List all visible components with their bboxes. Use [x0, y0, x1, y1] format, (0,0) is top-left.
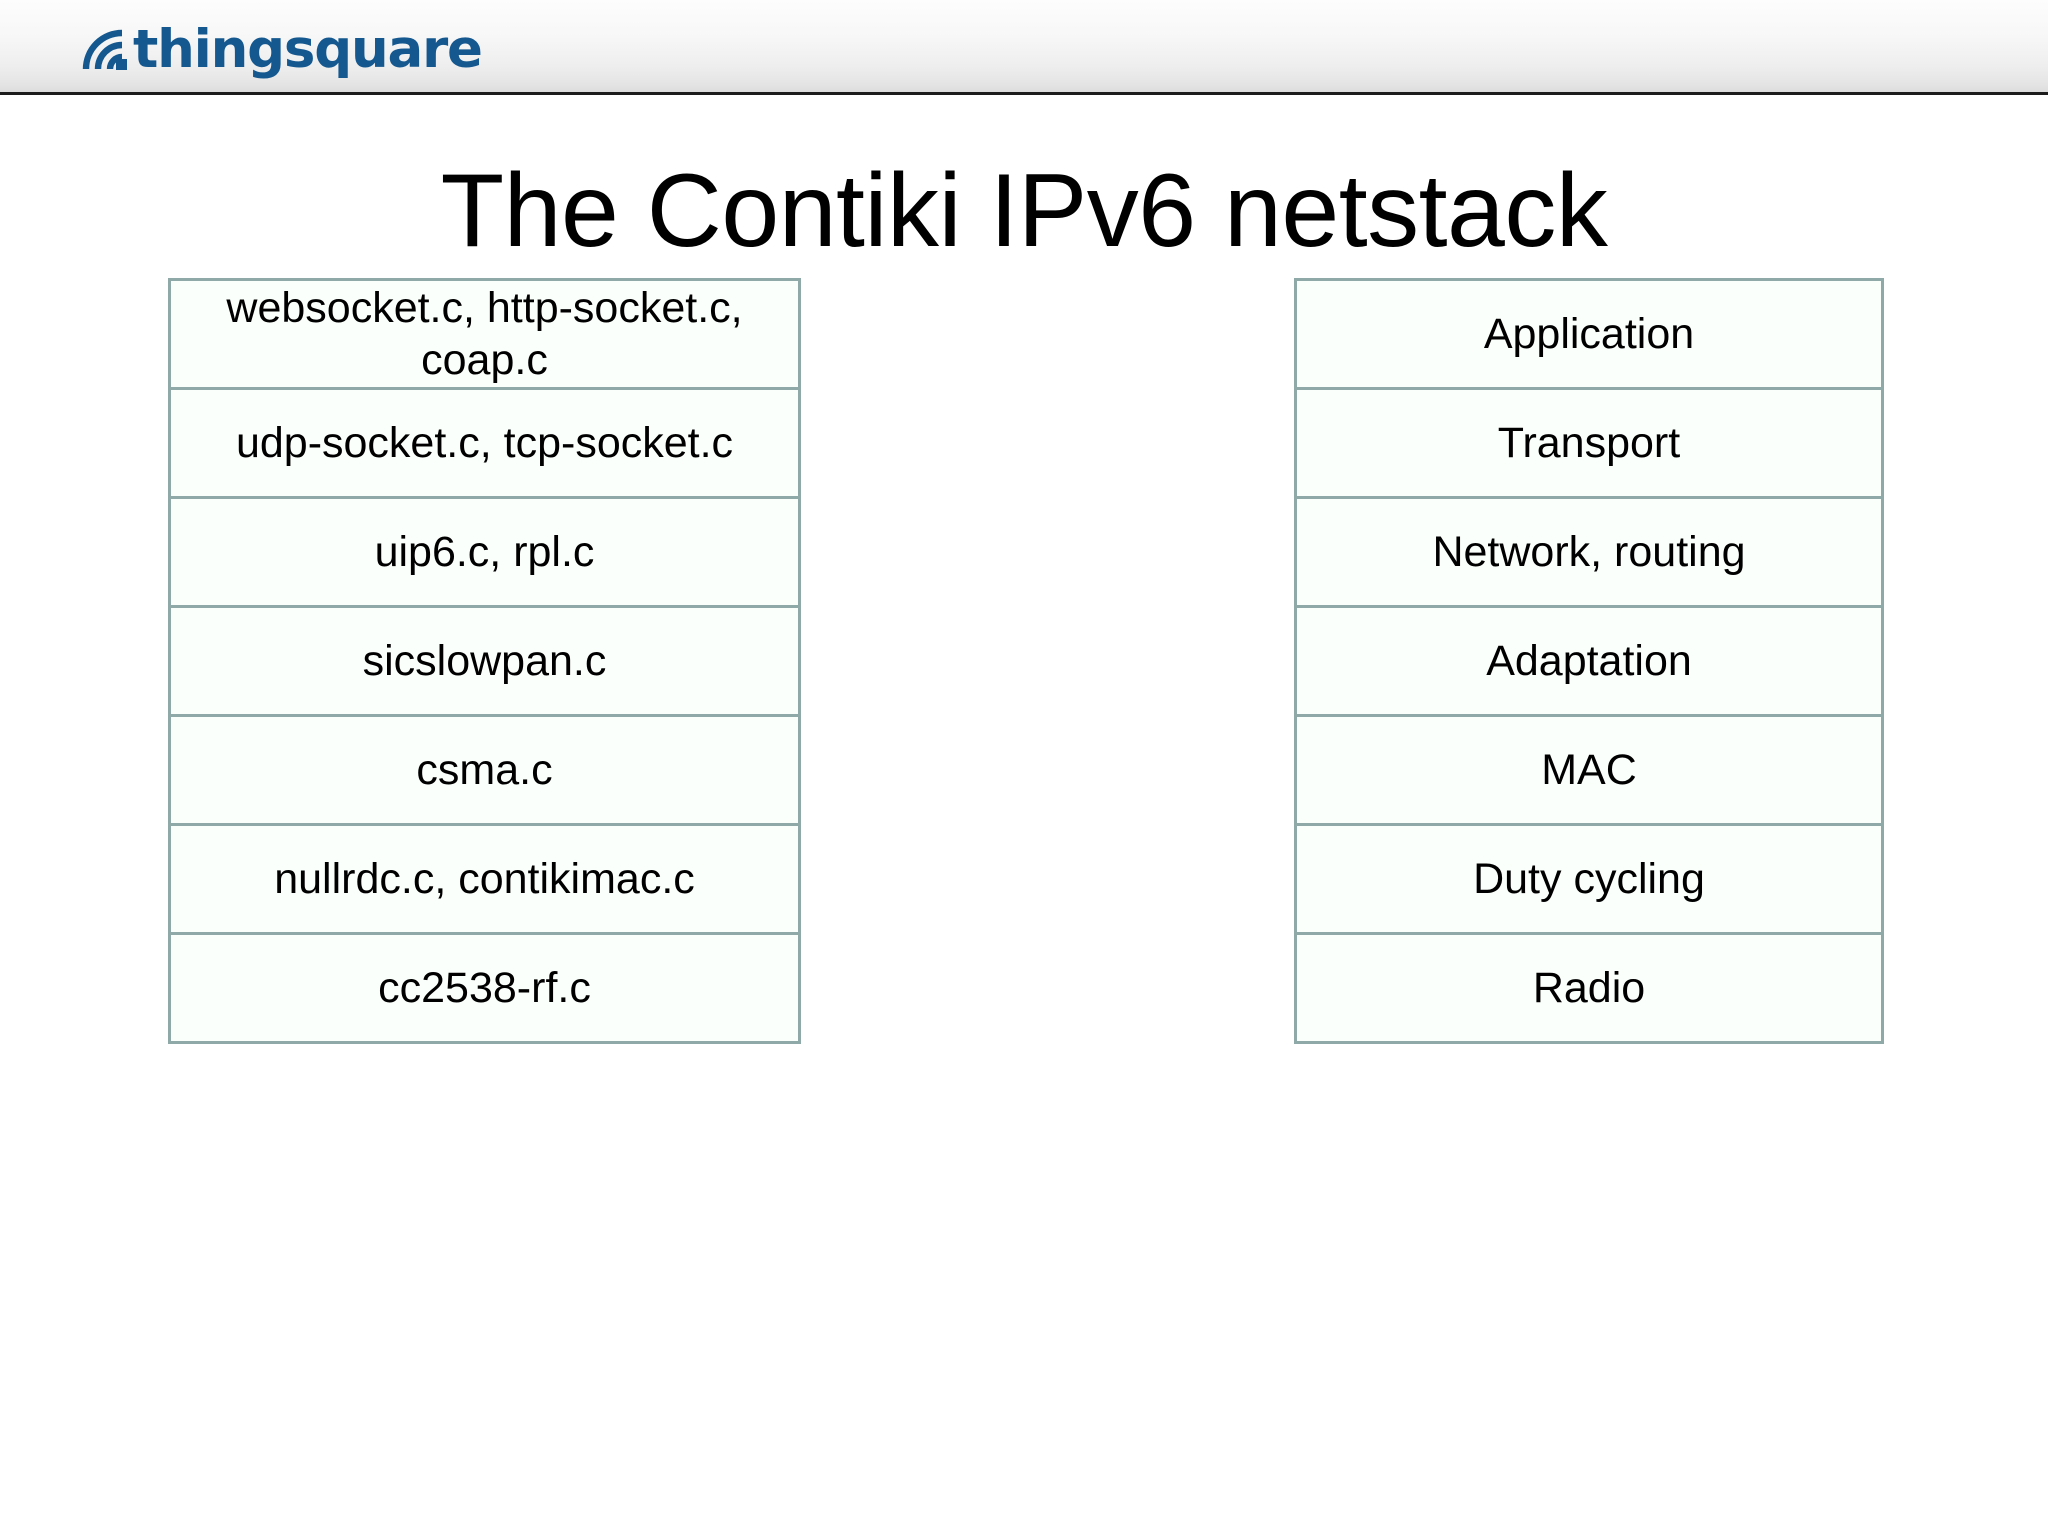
impl-box-transport[interactable]: udp-socket.c, tcp-socket.c	[168, 387, 801, 499]
layer-box-label: Transport	[1497, 419, 1681, 467]
implementation-column: websocket.c, http-socket.c, coap.c udp-s…	[168, 278, 801, 1044]
impl-box-application[interactable]: websocket.c, http-socket.c, coap.c	[168, 278, 801, 390]
layer-box-label: Adaptation	[1486, 637, 1692, 685]
layer-box-network[interactable]: Network, routing	[1294, 496, 1884, 608]
slide-canvas: The Contiki IPv6 netstack websocket.c, h…	[0, 95, 2048, 1536]
impl-box-duty-cycling[interactable]: nullrdc.c, contikimac.c	[168, 823, 801, 935]
layer-box-transport[interactable]: Transport	[1294, 387, 1884, 499]
layer-box-label: MAC	[1541, 746, 1637, 794]
layer-box-label: Duty cycling	[1473, 855, 1705, 903]
layer-box-mac[interactable]: MAC	[1294, 714, 1884, 826]
layer-box-label: Radio	[1532, 964, 1646, 1012]
layer-box-label: Application	[1483, 310, 1695, 358]
layer-box-application[interactable]: Application	[1294, 278, 1884, 390]
impl-box-network[interactable]: uip6.c, rpl.c	[168, 496, 801, 608]
layer-box-label: Network, routing	[1432, 528, 1746, 576]
impl-box-label: uip6.c, rpl.c	[374, 528, 595, 576]
layer-box-duty-cycling[interactable]: Duty cycling	[1294, 823, 1884, 935]
page-title: The Contiki IPv6 netstack	[440, 153, 1608, 269]
impl-box-label: sicslowpan.c	[362, 637, 607, 685]
wifi-arc-icon	[82, 29, 127, 70]
layer-box-radio[interactable]: Radio	[1294, 932, 1884, 1044]
layer-box-adaptation[interactable]: Adaptation	[1294, 605, 1884, 717]
impl-box-label: websocket.c, http-socket.c, coap.c	[226, 284, 743, 384]
impl-box-mac[interactable]: csma.c	[168, 714, 801, 826]
brand-wordmark: thingsquare	[133, 18, 483, 80]
impl-box-adaptation[interactable]: sicslowpan.c	[168, 605, 801, 717]
brand-header-bar: thingsquare	[0, 0, 2048, 95]
layer-column: Application Transport Network, routing A…	[1294, 278, 1884, 1044]
impl-box-label: csma.c	[416, 746, 553, 794]
impl-box-radio[interactable]: cc2538-rf.c	[168, 932, 801, 1044]
impl-box-label: udp-socket.c, tcp-socket.c	[235, 419, 734, 467]
thingsquare-logo[interactable]: thingsquare	[78, 18, 483, 80]
impl-box-label: cc2538-rf.c	[378, 964, 591, 1012]
impl-box-label: nullrdc.c, contikimac.c	[274, 855, 695, 903]
